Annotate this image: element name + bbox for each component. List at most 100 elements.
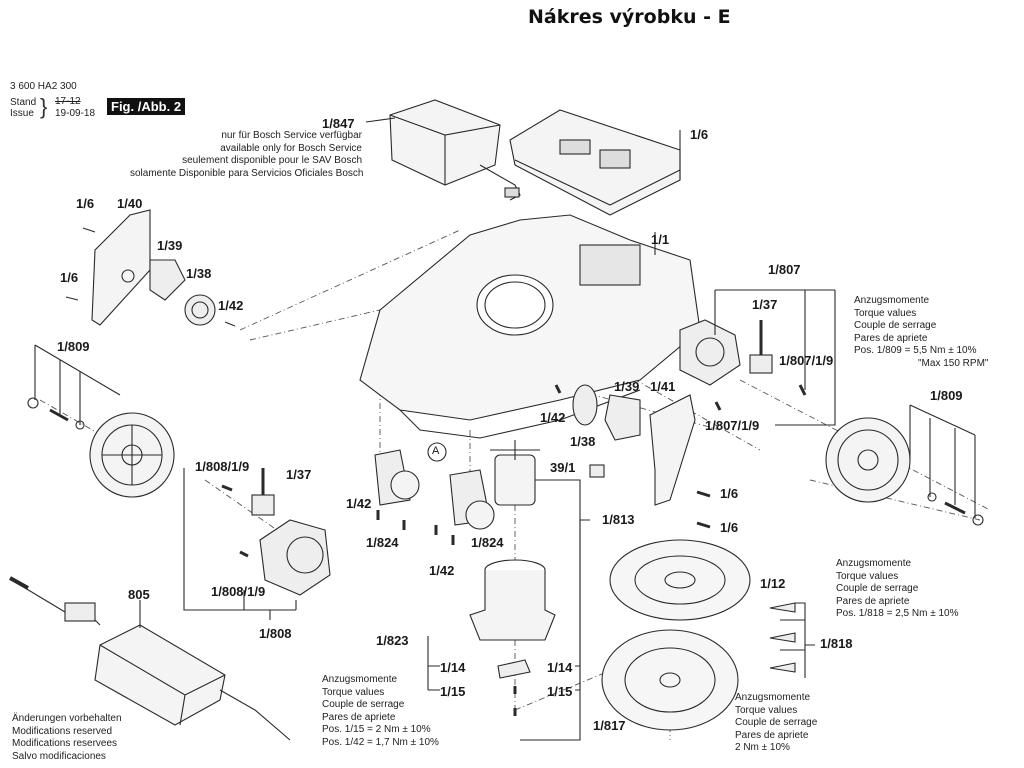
torque-note-1-809: Anzugsmomente Torque values Couple de se… [854, 295, 988, 370]
callout-1-39-mid: 1/39 [614, 379, 640, 394]
torque-note-line: Pos. 1/809 = 5,5 Nm ± 10% [854, 345, 977, 356]
callout-1-6-b: 1/6 [60, 270, 79, 285]
figure-label: Fig. /Abb. 2 [107, 98, 186, 115]
torque-note-line: Pares de apriete [735, 729, 809, 741]
part-805-charger [9, 576, 291, 741]
torque-note-line: 2 Nm ± 10% [735, 742, 790, 753]
callout-1-807-1-9-a: 1/807/1/9 [779, 353, 834, 368]
callout-1-808-1-9-b: 1/808/1/9 [211, 584, 266, 599]
torque-note-1-818: Anzugsmomente Torque values Couple de se… [836, 558, 959, 621]
callout-1-809-right: 1/809 [930, 388, 963, 403]
torque-note-line: Pares de apriete [854, 332, 928, 344]
part-right-gearbox [679, 289, 836, 426]
service-note-line: seulement disponible pour le SAV Bosch [182, 155, 362, 166]
torque-note-line: Couple de serrage [322, 699, 405, 710]
part-left-gear-cover [65, 209, 236, 327]
issue-label: Issue [10, 108, 34, 119]
callout-1-15-right: 1/15 [547, 684, 573, 699]
callout-1-824-b: 1/824 [471, 535, 504, 550]
page-title: Nákres výrobku - E [528, 6, 731, 28]
callout-1-813: 1/813 [602, 512, 635, 527]
torque-note-1-15: Anzugsmomente Torque values Couple de se… [322, 674, 439, 749]
callout-1-38-left: 1/38 [186, 266, 212, 281]
callout-1-809-left: 1/809 [57, 339, 90, 354]
disclaimer-line: Änderungen vorbehalten [12, 713, 122, 724]
torque-note-line: Pos. 1/818 = 2,5 Nm ± 10% [836, 608, 959, 619]
service-note-line: available only for Bosch Service [220, 142, 362, 154]
stand-label: Stand [10, 97, 37, 108]
callout-1-824-a: 1/824 [366, 535, 399, 550]
part-right-wheel [825, 404, 984, 526]
old-date: 17-12 [55, 96, 81, 107]
part-middle-gear [554, 384, 711, 529]
part-left-motor [183, 468, 331, 620]
callout-1-39-left: 1/39 [157, 238, 183, 253]
callout-1-42-a: 1/42 [346, 496, 372, 511]
callout-39-1: 39/1 [550, 460, 576, 475]
part-1-823-housing [427, 520, 581, 716]
callout-1-37-left: 1/37 [286, 467, 312, 482]
callout-1-807: 1/807 [768, 262, 801, 277]
torque-note-line: Torque values [854, 307, 917, 319]
callout-1-14-right: 1/14 [547, 660, 573, 675]
disclaimer-line: Modifications reservees [12, 738, 118, 749]
callout-1-40: 1/40 [117, 196, 143, 211]
callout-1-15-left: 1/15 [440, 684, 466, 699]
callout-1-807-1-9-b: 1/807/1/9 [705, 418, 760, 433]
torque-note-1-817: Anzugsmomente Torque values Couple de se… [735, 692, 817, 755]
callout-1-808: 1/808 [259, 626, 292, 641]
torque-note-line: Anzugsmomente [836, 558, 912, 569]
issue-date: 19-09-18 [55, 108, 96, 119]
callout-1-41: 1/41 [650, 379, 676, 394]
torque-note-line: Anzugsmomente [735, 692, 811, 703]
torque-note-line: Couple de serrage [735, 717, 818, 728]
callout-1-42-mid: 1/42 [540, 410, 566, 425]
marker-a: A [432, 445, 440, 457]
part-blade-discs [601, 539, 751, 731]
callout-1-12: 1/12 [760, 576, 786, 591]
torque-note-line: Torque values [735, 704, 798, 716]
part-1-847-module [365, 99, 521, 201]
part-1-1-housing [359, 214, 701, 439]
service-note-line: nur für Bosch Service verfügbar [221, 130, 362, 141]
callout-1-6-d: 1/6 [720, 520, 739, 535]
torque-note-line: Torque values [836, 570, 899, 582]
callout-1-847: 1/847 [322, 116, 355, 131]
part-1-818-blades [769, 602, 815, 678]
service-note-line: solamente Disponible para Servicios Ofic… [130, 167, 364, 179]
part-left-wheel [27, 344, 175, 498]
disclaimer: Änderungen vorbehalten Modifications res… [12, 713, 122, 763]
torque-note-line: Pares de apriete [836, 595, 910, 607]
torque-note-line: Anzugsmomente [322, 674, 398, 685]
callout-1-6-c: 1/6 [720, 486, 739, 501]
callout-805: 805 [128, 587, 150, 602]
callout-1-42-left: 1/42 [218, 298, 244, 313]
callout-1-823: 1/823 [376, 633, 409, 648]
torque-note-line: Pos. 1/15 = 2 Nm ± 10% [322, 724, 431, 735]
callout-1-37-right: 1/37 [752, 297, 778, 312]
callout-1-38-mid: 1/38 [570, 434, 596, 449]
callout-1-6-a: 1/6 [76, 196, 95, 211]
part-control-board [509, 109, 681, 216]
callout-1-14-left: 1/14 [440, 660, 466, 675]
torque-note-line: Pares de apriete [322, 711, 396, 723]
callout-1-808-1-9-a: 1/808/1/9 [195, 459, 250, 474]
part-blade-motor [490, 440, 590, 741]
callout-1-42-b: 1/42 [429, 563, 455, 578]
torque-note-line: Couple de serrage [836, 583, 919, 594]
marker-a-circle [427, 442, 447, 462]
callout-1-817: 1/817 [593, 718, 626, 733]
callout-1-818: 1/818 [820, 636, 853, 651]
brace-icon: } [40, 94, 48, 119]
torque-note-line: "Max 150 RPM" [918, 357, 989, 369]
torque-note-line: Pos. 1/42 = 1,7 Nm ± 10% [322, 736, 439, 748]
service-note: nur für Bosch Service verfügbar availabl… [130, 130, 364, 180]
callout-1-6-top: 1/6 [690, 127, 709, 142]
disclaimer-line: Modifications reserved [12, 725, 113, 737]
torque-note-line: Anzugsmomente [854, 295, 930, 306]
disclaimer-line: Salvo modificaciones [12, 750, 106, 762]
torque-note-line: Couple de serrage [854, 320, 937, 331]
torque-note-line: Torque values [322, 686, 385, 698]
part-number: 3 600 HA2 300 [10, 81, 77, 92]
